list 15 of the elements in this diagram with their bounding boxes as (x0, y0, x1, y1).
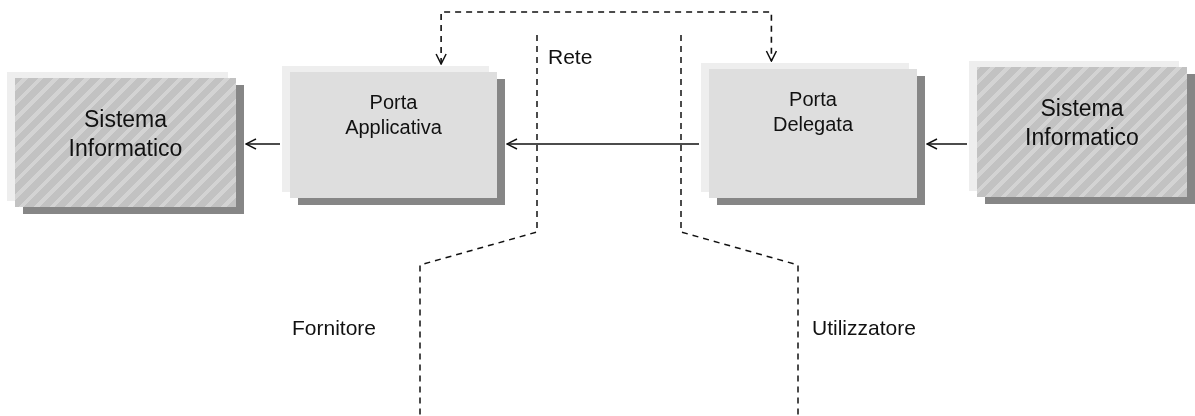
zone-label: Fornitore (292, 316, 377, 340)
arrow (245, 138, 281, 150)
port-box (709, 69, 917, 198)
box-label: Porta Applicativa (344, 90, 443, 140)
zone-label: Rete (548, 45, 593, 69)
zone-label: Utilizzatore (812, 316, 916, 340)
box-label: Sistema Informatico (67, 104, 184, 163)
arrow (926, 138, 968, 150)
arrow (435, 11, 778, 65)
system-box (977, 67, 1187, 197)
arrow (506, 138, 700, 150)
port-box (290, 72, 497, 198)
box-label: Porta Delegata (771, 87, 855, 137)
system-box (15, 78, 236, 207)
box-label: Sistema Informatico (1024, 94, 1140, 152)
